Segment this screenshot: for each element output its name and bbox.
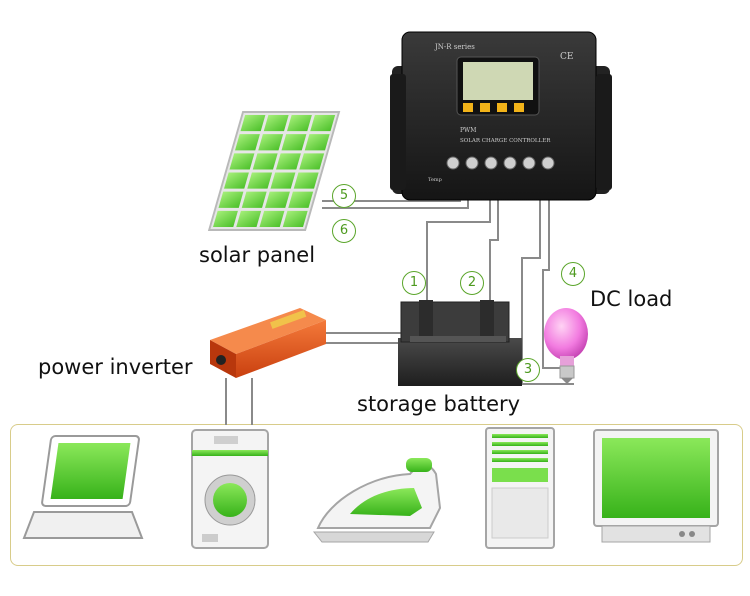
wire-3 [521,195,574,385]
storage-battery [398,300,522,386]
wire-1 [426,195,491,305]
solar-panel-label: solar panel [199,243,316,267]
solar-cell [270,172,296,189]
laptop-icon [22,435,144,539]
connection-marker-6: 6 [332,219,356,243]
connection-marker-2: 2 [460,271,484,295]
controller-series: JN-R series [434,43,475,51]
solar-cell [293,172,319,189]
solar-cell [310,115,336,132]
solar-cell [259,210,285,228]
wire-4 [542,195,572,369]
controller-ce-mark: CE [560,52,573,62]
solar-cell [263,115,289,132]
connection-marker-4: 4 [561,262,585,286]
storage-battery-label: storage battery [357,392,521,416]
solar-cell [281,134,307,151]
solar-cell [236,210,262,228]
solar-cell [288,191,314,208]
solar-cell [276,153,301,170]
solar-cell [258,134,284,151]
solar-cell [287,115,312,132]
dc-load-label: DC load [590,287,673,311]
solar-cell [265,191,290,208]
solar-cell [229,153,255,170]
solar-cell [252,153,278,170]
solar-cell [304,134,330,151]
wire-2 [489,195,499,305]
power-inverter [210,308,326,378]
solar-cell [241,191,267,208]
solar-cell [224,172,249,189]
power-inverter-label: power inverter [38,355,193,379]
iron-icon [312,458,442,543]
television-icon [593,429,719,543]
controller-mode: PWM [460,127,476,134]
controller-name: SOLAR CHARGE CONTROLLER [460,138,551,144]
connection-marker-5: 5 [332,184,356,208]
solar-cell [299,153,325,170]
connection-marker-1: 1 [402,271,426,295]
solar-cell [218,191,244,208]
solar-cell [240,115,266,132]
connection-marker-3: 3 [516,358,540,382]
solar-cell [235,134,260,151]
controller-temp: Temp [428,177,442,183]
solar-panel [207,111,341,231]
air-conditioner-icon [485,427,555,549]
charge-controller: JN-R series CE PWM SOLAR CHARGE CONTROLL… [390,31,612,201]
solar-cell [247,172,273,189]
solar-cell [213,210,238,228]
solar-cell [282,210,308,228]
dc-load-bulb [544,308,588,384]
washing-machine-icon [191,429,269,549]
